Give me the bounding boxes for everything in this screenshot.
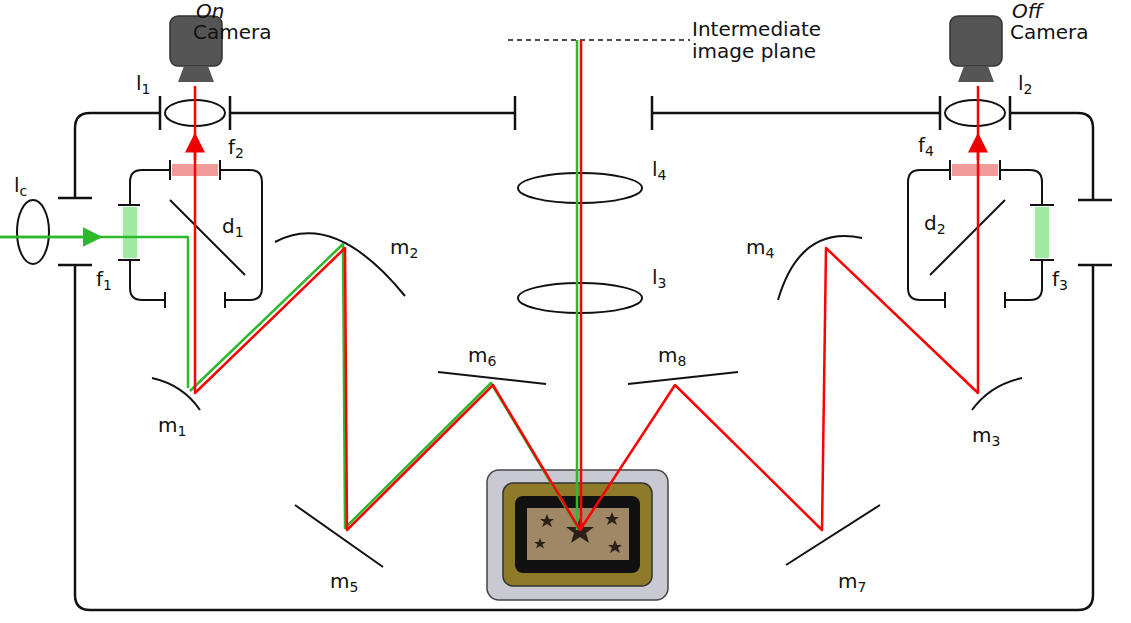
camera-label: On bbox=[196, 0, 224, 22]
part-label: m1 bbox=[158, 414, 186, 436]
part-label: m6 bbox=[468, 344, 496, 366]
part-label: f3 bbox=[1052, 268, 1068, 290]
part-label: m7 bbox=[838, 570, 866, 592]
part-label: f2 bbox=[228, 136, 244, 158]
part-label: l4 bbox=[652, 158, 666, 180]
part-label: l3 bbox=[652, 266, 666, 288]
image-plane bbox=[508, 39, 690, 41]
housing bbox=[58, 96, 1112, 610]
part-label: m3 bbox=[972, 424, 1000, 446]
mirrors bbox=[152, 233, 1022, 567]
camera-label: Camera bbox=[193, 21, 272, 43]
part-label: d1 bbox=[222, 215, 244, 237]
part-label: lc bbox=[14, 174, 27, 196]
part-label: f4 bbox=[918, 134, 934, 156]
part-label: m2 bbox=[390, 236, 418, 258]
part-label: m5 bbox=[330, 570, 358, 592]
beams bbox=[0, 40, 978, 530]
camera-icon bbox=[170, 16, 1002, 82]
camera-label: Camera bbox=[1010, 21, 1089, 43]
lenses bbox=[17, 100, 1005, 313]
part-label: l1 bbox=[136, 72, 150, 94]
part-label: m4 bbox=[746, 236, 774, 258]
part-label: f1 bbox=[96, 268, 112, 290]
camera-label: Off bbox=[1012, 0, 1042, 22]
filter-cube bbox=[118, 160, 1054, 308]
part-label: d2 bbox=[924, 212, 946, 234]
plane-label: Intermediate image plane bbox=[692, 18, 867, 62]
part-label: m8 bbox=[658, 344, 686, 366]
filters bbox=[123, 164, 1049, 258]
part-label: l2 bbox=[1018, 72, 1032, 94]
